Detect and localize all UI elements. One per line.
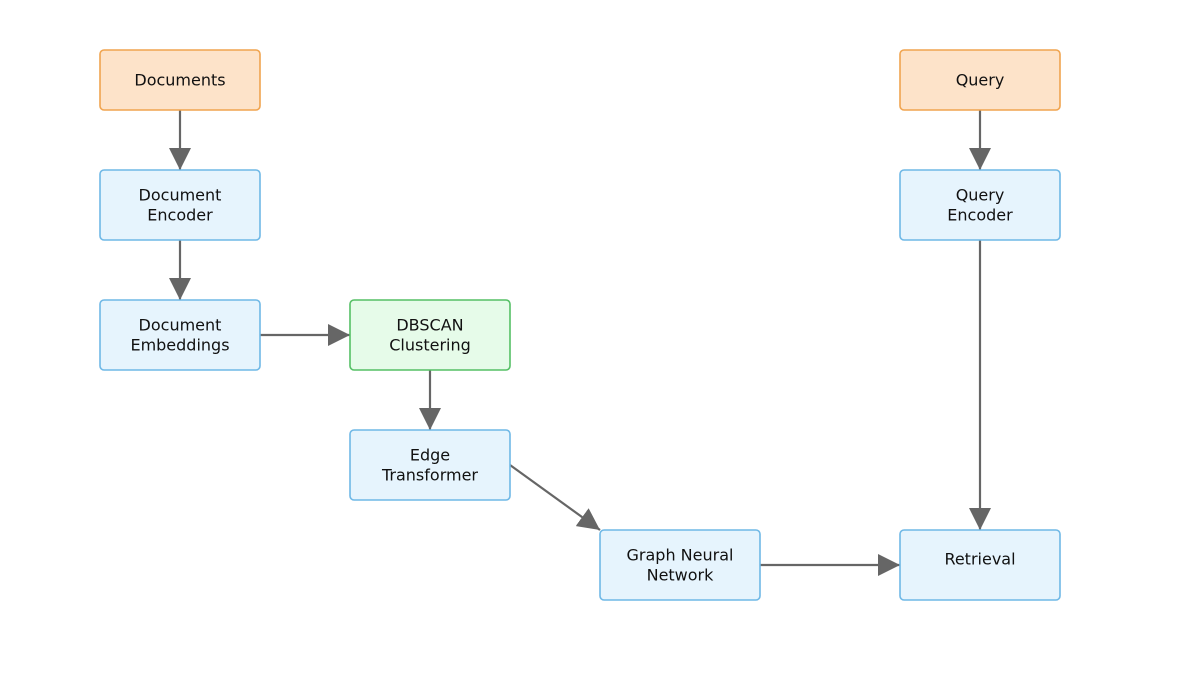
node-label-document-encoder-line-1: Encoder (147, 206, 213, 225)
node-retrieval: Retrieval (899, 529, 1061, 601)
node-label-edge-transformer-line-0: Edge (410, 446, 450, 465)
node-label-dbscan-clustering-line-0: DBSCAN (396, 316, 463, 335)
node-box-document-encoder (99, 169, 261, 241)
node-box-query (899, 49, 1061, 111)
node-label-edge-transformer-line-1: Transformer (381, 466, 478, 485)
node-query: Query (899, 49, 1061, 111)
node-box-retrieval (899, 529, 1061, 601)
node-box-documents (99, 49, 261, 111)
node-label-document-encoder-line-0: Document (139, 186, 222, 205)
node-label-dbscan-clustering-line-1: Clustering (389, 336, 471, 355)
node-label-documents-line-0: Documents (134, 71, 225, 90)
node-box-dbscan-clustering (349, 299, 511, 371)
node-label-query-encoder-line-1: Encoder (947, 206, 1013, 225)
node-label-document-embeddings-line-1: Embeddings (130, 336, 229, 355)
node-label-retrieval-line-0: Retrieval (944, 550, 1015, 569)
node-label-graph-neural-network-line-0: Graph Neural (627, 546, 734, 565)
node-label-graph-neural-network-line-1: Network (647, 566, 715, 585)
edges-layer (169, 110, 991, 576)
node-documents: Documents (99, 49, 261, 111)
node-box-query-encoder (899, 169, 1061, 241)
node-label-query-encoder-line-0: Query (956, 186, 1005, 205)
node-box-graph-neural-network (599, 529, 761, 601)
node-box-edge-transformer (349, 429, 511, 501)
node-label-query-line-0: Query (956, 71, 1005, 90)
node-box-document-embeddings (99, 299, 261, 371)
node-label-document-embeddings-line-0: Document (139, 316, 222, 335)
edge-edge-transformer-to-graph-neural-network (509, 464, 601, 531)
